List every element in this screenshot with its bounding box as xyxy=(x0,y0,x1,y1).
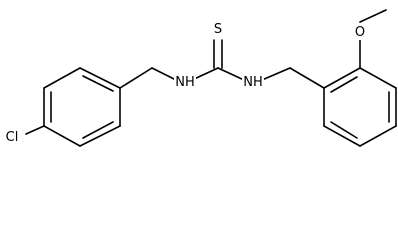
chlorine-label: Cl xyxy=(6,130,19,145)
thiourea-core xyxy=(191,39,245,81)
nitrogen-left-label: NH xyxy=(175,75,195,90)
nitrogen-right-label: NH xyxy=(243,75,263,90)
oxygen-label: O xyxy=(355,25,365,40)
molecule-structure-diagram: S NH NH O Cl xyxy=(5,9,397,147)
chlorophenyl-ring xyxy=(43,67,121,147)
left-linker-bonds xyxy=(119,67,177,89)
methoxyphenyl-ring xyxy=(323,67,397,147)
sulfur-label: S xyxy=(214,22,222,37)
right-linker-bonds xyxy=(261,67,325,89)
chloro-bond xyxy=(25,125,45,135)
methoxy-bonds xyxy=(359,9,387,69)
